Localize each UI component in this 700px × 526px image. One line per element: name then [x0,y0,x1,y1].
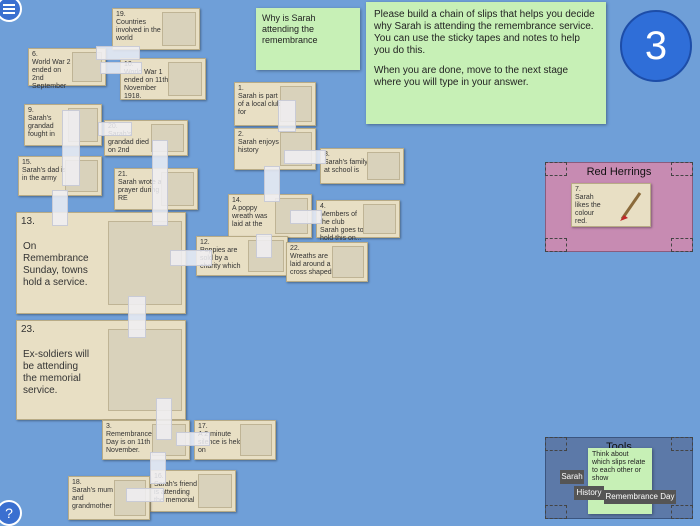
slip-number: 4. [320,203,326,210]
slip-7[interactable]: 7. Sarah likes the colour red. [571,183,651,227]
slip-text: Poppies are sold by a charity which [200,247,241,270]
question-text: Why is Sarah attending the remembrance [262,13,318,45]
slip-text: Countries involved in the world [116,19,161,42]
tape[interactable] [278,100,296,132]
slip-12[interactable]: 12.Poppies are sold by a charity which [196,236,288,276]
tape[interactable] [290,210,322,224]
slip-text: Sarah's mum and grandmother [72,487,114,510]
tool-label-remembrance-day[interactable]: Remembrance Day [604,490,676,504]
slip-10[interactable]: 10.World War 1 ended on 11th November 19… [120,58,206,100]
slip-6[interactable]: 6.World War 2 ended on 2nd September [28,48,106,90]
tape[interactable] [264,166,280,202]
slip-number: 8. [324,151,330,158]
hamburger-icon [3,2,15,16]
tools-zone[interactable]: Tools Think about which slips relate to … [545,437,693,519]
tools-sticky-note[interactable]: Think about which slips relate to each o… [588,448,652,514]
slip-text: A 2 minute silence is held on [198,431,242,454]
slip-19[interactable]: 19.Countries involved in the world [112,8,200,50]
slip-picture-icon [332,246,364,278]
tape[interactable] [284,150,326,164]
slip-picture-icon [198,474,232,508]
slip-number: 23. [21,324,35,335]
tape[interactable] [176,432,210,446]
tape[interactable] [170,250,212,266]
slip-number: 3. [106,423,112,430]
slip-8[interactable]: 8.Sarah's family at school is [320,148,404,184]
timer-value: 3 [644,23,668,68]
slip-text: Remembrance Day is on 11th November. [106,431,152,454]
slip-text: Sarah's family at school is [324,159,368,174]
slip-15[interactable]: 15.Sarah's dad is in the army [18,156,102,196]
stage-timer: 3 [620,10,692,82]
slip-text: Members of the club Sarah goes to hold t… [320,211,364,242]
tape[interactable] [128,296,146,338]
slip-20[interactable]: 20.Sarah's grandad died on 2nd [104,120,188,156]
slip-number: 15. [22,159,32,166]
slip-number: 18. [72,479,82,486]
instructions-paragraph-2: When you are done, move to the next stag… [374,65,569,88]
tape[interactable] [256,234,272,258]
slip-text: World War 1 ended on 11th November 1918. [124,69,169,100]
tape[interactable] [156,398,172,440]
slip-number: 13. [21,216,35,227]
tape[interactable] [126,488,164,502]
slip-picture-icon [367,152,400,180]
slip-text: A poppy wreath was laid at the [232,205,268,228]
slip-text: World War 2 ended on 2nd September [32,59,71,90]
tape[interactable] [52,190,68,226]
help-icon: ? [5,505,13,521]
red-herrings-zone[interactable]: Red Herrings 7. Sarah likes the colour r… [545,162,693,252]
slip-text: Sarah's friend is attending the memorial [154,481,197,504]
slip-13[interactable]: 13. On Remembrance Sunday, towns hold a s… [16,212,186,314]
slip-number: 2. [238,131,244,138]
slip-picture-icon [168,62,202,96]
slip-number: 17. [198,423,208,430]
slip-text: Sarah's dad is in the army [22,167,67,182]
tape[interactable] [62,110,80,186]
slip-text: Sarah is part of a local club for [238,93,281,116]
tape[interactable] [150,452,166,484]
slip-number: 21. [118,171,128,178]
slip-22[interactable]: 22.Wreaths are laid around a cross shape… [286,242,368,282]
slip-picture-icon [161,12,196,46]
instructions-note: Please build a chain of slips that helps… [366,2,606,124]
slip-number: 9. [28,107,34,114]
tape[interactable] [100,62,142,74]
slip-picture-icon [363,204,396,234]
menu-button[interactable] [0,0,22,22]
slip-1[interactable]: 1.Sarah is part of a local club for [234,82,316,126]
question-note[interactable]: Why is Sarah attending the remembrance [256,8,360,70]
slip-number: 14. [232,197,242,204]
slip-text: Sarah wrote a prayer during RE [118,179,162,202]
tape[interactable] [98,122,132,136]
slip-text: Sarah's grandad fought in [28,115,55,138]
tool-label-sarah[interactable]: Sarah [560,470,584,484]
slip-number: 19. [116,11,126,18]
slip-text: On Remembrance Sunday, towns hold a serv… [23,241,89,288]
slip-number: 22. [290,245,300,252]
red-herrings-title: Red Herrings [586,166,652,178]
instructions-paragraph-1: Please build a chain of slips that helps… [374,9,595,56]
slip-4[interactable]: 4.Members of the club Sarah goes to hold… [316,200,400,242]
slip-number: 1. [238,85,244,92]
help-button[interactable]: ? [0,500,22,526]
slip-text: Sarah enjoys history [238,139,279,154]
slip-picture-icon [240,424,272,456]
paintbrush-icon [615,187,647,223]
slip-text: Ex-soldiers will be attending the memori… [23,349,90,396]
slip-text: Wreaths are laid around a cross shaped [290,253,332,276]
tool-label-history[interactable]: History [574,486,604,500]
tape[interactable] [152,140,168,226]
slip-number: 6. [32,51,38,58]
slip-number: 12. [200,239,210,246]
tape[interactable] [96,46,140,60]
